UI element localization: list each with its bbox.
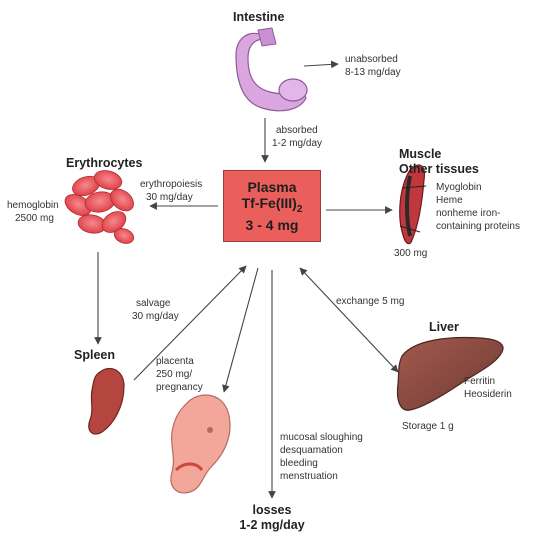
absorbed-amount: 1-2 mg/day xyxy=(272,138,322,150)
spleen-title: Spleen xyxy=(74,348,115,363)
salvage-label: salvage xyxy=(136,298,170,310)
muscle-item-proteins: containing proteins xyxy=(436,221,520,233)
plasma-amount: 3 - 4 mg xyxy=(246,217,299,233)
placenta-label: placenta xyxy=(156,356,194,368)
losses-amount: 1-2 mg/day xyxy=(232,518,312,533)
intestine-illustration xyxy=(236,28,307,111)
erythrocytes-illustration xyxy=(61,168,137,246)
intestine-title: Intestine xyxy=(233,10,284,25)
hemoglobin-label: hemoglobin xyxy=(7,200,59,212)
plasma-label: Plasma xyxy=(247,179,296,195)
absorbed-label: absorbed xyxy=(276,125,318,137)
plasma-transferrin-subscript: 2 xyxy=(297,203,303,214)
spleen-illustration xyxy=(89,368,124,434)
liver-title: Liver xyxy=(429,320,459,335)
placenta-amount: 250 mg/ xyxy=(156,369,192,381)
loss-cause-desquamation: desquamation xyxy=(280,445,343,457)
liver-storage: Storage 1 g xyxy=(402,421,454,433)
plasma-box: Plasma Tf-Fe(III)2 3 - 4 mg xyxy=(223,170,321,242)
muscle-title: Muscle xyxy=(399,147,441,162)
erythrocytes-title: Erythrocytes xyxy=(66,156,142,171)
unabsorbed-label: unabsorbed xyxy=(345,54,398,66)
losses-title: losses xyxy=(242,503,302,518)
arrow-unabsorbed xyxy=(304,64,338,66)
plasma-transferrin-label: Tf-Fe(III)2 xyxy=(242,195,303,218)
hemoglobin-amount: 2500 mg xyxy=(15,213,54,225)
arrow-placenta xyxy=(224,268,258,392)
other-tissues-title: Other tissues xyxy=(399,162,479,177)
muscle-item-nonheme: nonheme iron- xyxy=(436,208,500,220)
muscle-amount: 300 mg xyxy=(394,248,427,260)
plasma-transferrin-base: Tf-Fe(III) xyxy=(242,195,297,211)
erythropoiesis-label: erythropoiesis xyxy=(140,179,202,191)
loss-cause-menstruation: menstruation xyxy=(280,471,338,483)
erythropoiesis-amount: 30 mg/day xyxy=(146,192,193,204)
salvage-amount: 30 mg/day xyxy=(132,311,179,323)
muscle-item-heme: Heme xyxy=(436,195,463,207)
liver-item-ferritin: Ferritin xyxy=(464,376,495,388)
placenta-unit: pregnancy xyxy=(156,382,203,394)
unabsorbed-amount: 8-13 mg/day xyxy=(345,67,401,79)
loss-cause-bleeding: bleeding xyxy=(280,458,318,470)
loss-cause-mucosal-sloughing: mucosal sloughing xyxy=(280,432,363,444)
liver-item-hemosiderin: Heosiderin xyxy=(464,389,512,401)
arrow-exchange xyxy=(300,268,398,372)
muscle-item-myoglobin: Myoglobin xyxy=(436,182,482,194)
exchange-label: exchange 5 mg xyxy=(336,296,404,308)
fetus-illustration xyxy=(171,395,230,493)
